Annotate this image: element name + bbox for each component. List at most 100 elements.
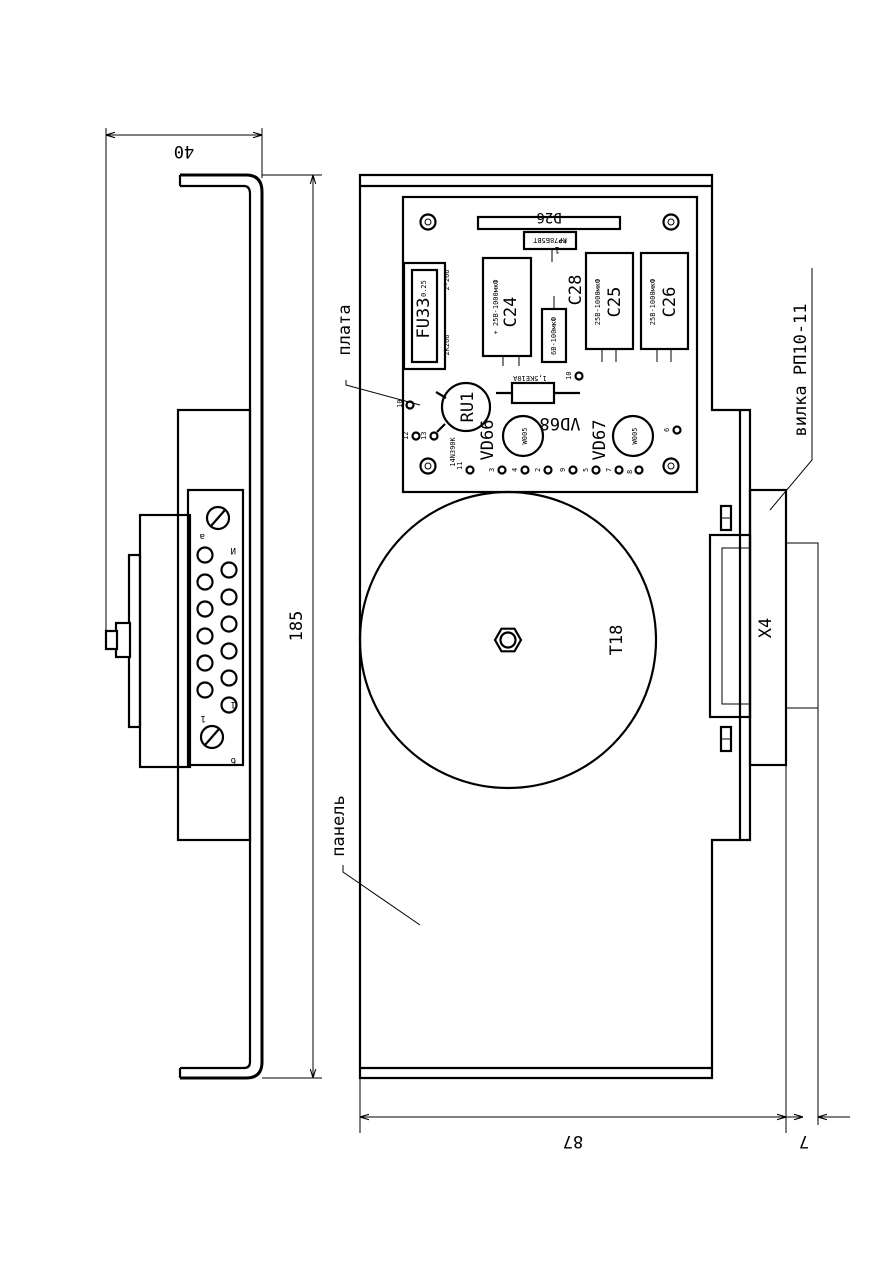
cap-c24 [481, 256, 533, 358]
connector-pins [196, 546, 238, 714]
reg-pin-1: 1 [555, 244, 560, 254]
mark-a: а [200, 531, 205, 541]
diode-bottom-label: 2К266 [443, 334, 451, 355]
regulator-label: КР78Б5ВТ [532, 236, 567, 244]
cap-c26 [639, 251, 690, 351]
callout-plug: вилка РП10-11 [769, 268, 813, 511]
connector-pin [220, 588, 238, 606]
pad-13: 13 [420, 432, 428, 440]
bridge-vd67-value: W005 [631, 428, 639, 445]
bridge-vd66 [501, 414, 545, 458]
diode-vd68-label: VD68 [540, 413, 581, 433]
plug-screw-bottom [719, 725, 733, 753]
transformer-label: T18 [607, 625, 627, 656]
mark-one: 1 [201, 713, 206, 723]
pad-5: 5 [582, 468, 590, 472]
dim-185-label: 185 [287, 611, 307, 642]
chip-d26-label: D26 [536, 209, 561, 225]
connector-pin [220, 615, 238, 633]
connector-screw-top [205, 505, 231, 531]
panel-outline [358, 173, 752, 1080]
dim-40: 40 [105, 128, 263, 638]
fuse-label: FU33 [414, 298, 434, 339]
bridge-vd67-label: VD67 [590, 420, 610, 461]
callout-panel-label: панель [329, 795, 349, 856]
dim-40-label: 40 [174, 141, 194, 161]
main-view: D26 КР78Б5ВТ 1 2 FU33 0.25 2-266 2К266 +… [358, 173, 819, 1125]
callout-plug-label: вилка РП10-11 [791, 303, 811, 436]
terminal-pads [405, 371, 682, 475]
mark-one-b: 1 [231, 699, 236, 709]
cap-c25-value: 25В-1000мкФ [594, 279, 602, 325]
cap-c28-label: C28 [566, 275, 586, 306]
side-plate [176, 408, 252, 842]
pad-3: 3 [488, 468, 496, 472]
cap-c26-label: C26 [660, 287, 680, 318]
pad-6: 6 [663, 428, 671, 432]
dim-7-label: 7 [799, 1131, 809, 1151]
connector-x4-label: X4 [756, 618, 776, 638]
callout-board: плата [335, 304, 421, 406]
fuse-fu33 [410, 268, 439, 364]
diode-top-label: 2-266 [443, 269, 451, 290]
dim-185: 185 [262, 174, 322, 1079]
pad-11: 11 [456, 462, 464, 470]
side-nut-tip [104, 629, 119, 651]
connector-pin [196, 573, 214, 591]
connector-x4 [708, 533, 752, 719]
bridge-vd66-label: VD66 [478, 420, 498, 461]
side-plug-body [138, 513, 192, 769]
connector-pin [196, 600, 214, 618]
bridge-vd66-value: W005 [521, 428, 529, 445]
connector-pin [220, 669, 238, 687]
varistor-label: RU1 [458, 392, 478, 423]
callout-board-label: плата [335, 304, 355, 355]
mark-b: б [231, 755, 236, 766]
cap-c24-label: C24 [501, 297, 521, 328]
connector-pin [196, 546, 214, 564]
fuse-rating-label: 0.25 [420, 280, 428, 297]
pad-10: 10 [396, 400, 404, 408]
connector-pin [220, 642, 238, 660]
connector-pin [196, 654, 214, 672]
cap-c26-value: 25В-1000мкФ [649, 279, 657, 325]
pad-4: 4 [511, 468, 519, 472]
connector-pin [220, 696, 238, 714]
cap-c28-value: 6В-100мкФ [550, 317, 558, 355]
bridge-vd67 [611, 414, 655, 458]
side-view: а И б 1 1 [104, 173, 264, 1080]
varistor-ru1 [440, 381, 492, 433]
dim-7: 7 [786, 1117, 850, 1151]
connector-face [186, 488, 245, 767]
regulator [522, 230, 578, 251]
connector-x4-inner [721, 547, 751, 705]
connector-pin [220, 561, 238, 579]
pad-12: 12 [402, 432, 410, 440]
connector-pin [196, 627, 214, 645]
pad-7: 7 [605, 468, 613, 472]
cap-c25 [584, 251, 635, 351]
mount-holes [419, 213, 680, 475]
connector-pin [196, 681, 214, 699]
varistor-value: 14N390K [449, 436, 457, 466]
dim-87: 87 [359, 765, 787, 1151]
fuse-holder [402, 261, 447, 371]
diode-vd68 [510, 381, 556, 405]
pad-8: 8 [626, 470, 634, 474]
pad-2: 2 [534, 468, 542, 472]
reg-pin-2: 2 [559, 239, 569, 244]
chip-d26 [476, 215, 622, 231]
cap-c25-label: C25 [605, 287, 625, 318]
pad-10b: 10 [565, 372, 573, 380]
cap-c24-value: + 25В-1000мкФ [492, 280, 500, 335]
transformer-bolt [499, 631, 517, 649]
diode-vd68-value: 1,5КЕ10А [512, 374, 547, 382]
plug-screw-top [719, 504, 733, 532]
dim-87-label: 87 [563, 1131, 583, 1151]
callout-panel: панель [329, 795, 421, 926]
connector-screw-bottom [199, 724, 225, 750]
side-bracket [180, 173, 264, 1080]
transformer-nut [493, 627, 523, 653]
transformer-t18 [358, 490, 658, 790]
